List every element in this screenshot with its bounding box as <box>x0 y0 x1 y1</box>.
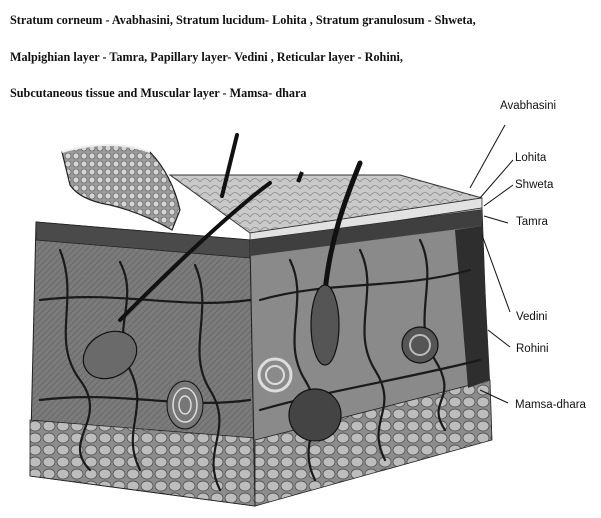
peeled-epidermis-flap <box>62 145 180 230</box>
label-tamra: Tamra <box>516 216 549 228</box>
label-avabhasini: Avabhasini <box>500 100 556 112</box>
label-mamsa-dhara: Mamsa-dhara <box>515 399 587 411</box>
label-shweta: Shweta <box>515 179 554 191</box>
label-lohita: Lohita <box>515 152 547 164</box>
right-face-dermis <box>250 210 492 506</box>
label-vedini: Vedini <box>516 311 547 323</box>
label-rohini: Rohini <box>516 343 549 355</box>
